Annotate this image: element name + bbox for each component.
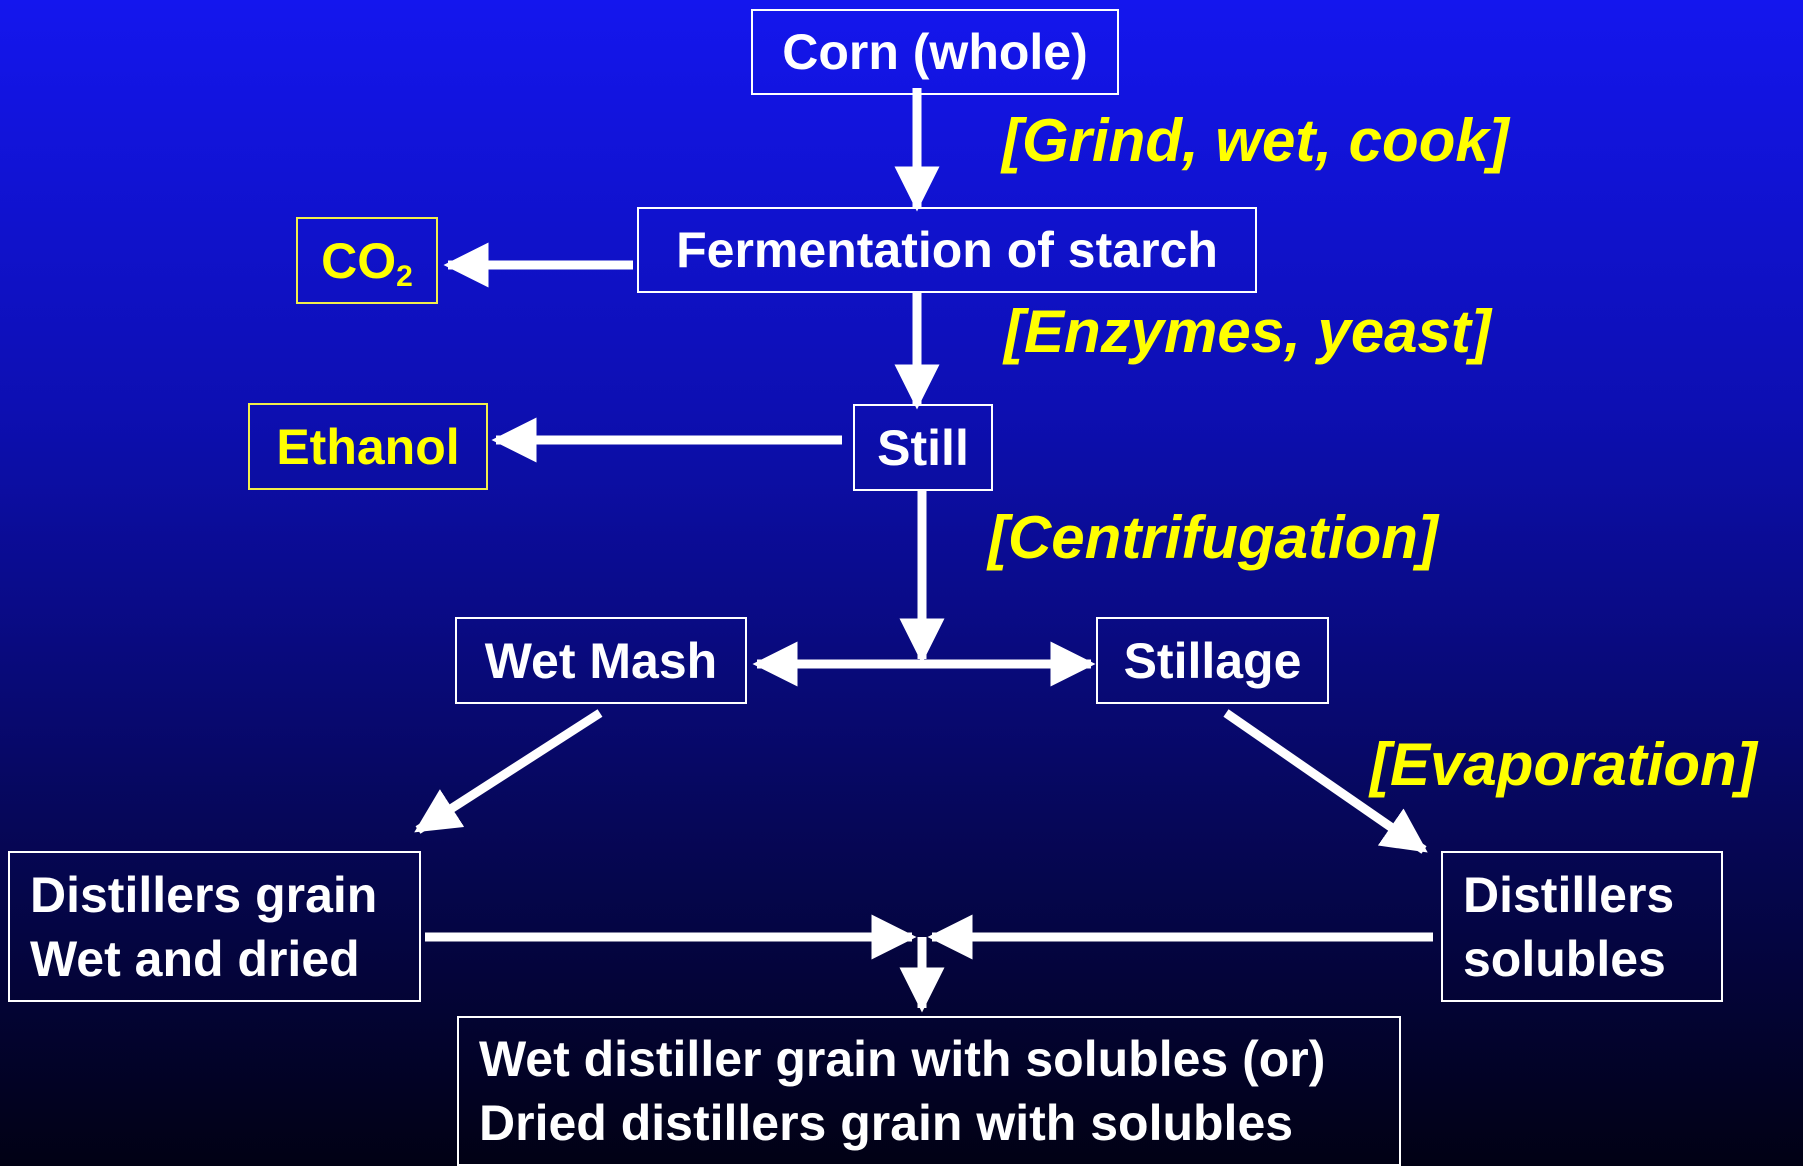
distillers-grain-node: Distillers grain Wet and dried bbox=[8, 851, 421, 1002]
wet-mash-label: Wet Mash bbox=[484, 632, 718, 689]
still-node: Still bbox=[853, 404, 993, 491]
fermentation-label: Fermentation of starch bbox=[676, 222, 1218, 278]
step-grind-wet-cook: [Grind, wet, cook] bbox=[1002, 107, 1509, 174]
final-product-node: Wet distiller grain with solubles (or) D… bbox=[457, 1016, 1401, 1166]
arrow-stillage-to-distillers-solubles bbox=[1223, 709, 1428, 854]
still-label: Still bbox=[877, 419, 969, 476]
distillers-grain-line-2: Wet and dried bbox=[30, 930, 360, 987]
distillers-solubles-line-1: Distillers bbox=[1463, 866, 1675, 923]
distillers-solubles-node: Distillers solubles bbox=[1441, 851, 1723, 1002]
wet-mash-node: Wet Mash bbox=[455, 617, 747, 704]
step-centrifugation: [Centrifugation] bbox=[988, 504, 1438, 571]
corn-label: Corn (whole) bbox=[782, 24, 1088, 80]
co2-subscript: 2 bbox=[396, 259, 413, 293]
distillers-grain-line-1: Distillers grain bbox=[30, 866, 378, 923]
final-product-line-2: Dried distillers grain with solubles bbox=[479, 1095, 1294, 1151]
ethanol-node: Ethanol bbox=[248, 403, 488, 490]
ethanol-label: Ethanol bbox=[276, 418, 460, 475]
final-product-line-1: Wet distiller grain with solubles (or) bbox=[479, 1031, 1326, 1087]
stillage-node: Stillage bbox=[1096, 617, 1329, 704]
co2-node: CO2 bbox=[296, 217, 438, 304]
corn-node: Corn (whole) bbox=[751, 9, 1119, 95]
co2-main: CO bbox=[321, 232, 397, 289]
distillers-solubles-line-2: solubles bbox=[1463, 930, 1666, 987]
step-enzymes-yeast: [Enzymes, yeast] bbox=[1004, 298, 1491, 365]
arrow-wet-mash-to-distillers-grain bbox=[414, 709, 603, 834]
stillage-label: Stillage bbox=[1123, 632, 1302, 689]
co2-label: CO2 bbox=[321, 229, 413, 293]
fermentation-node: Fermentation of starch bbox=[637, 207, 1257, 293]
step-evaporation: [Evaporation] bbox=[1370, 731, 1757, 798]
